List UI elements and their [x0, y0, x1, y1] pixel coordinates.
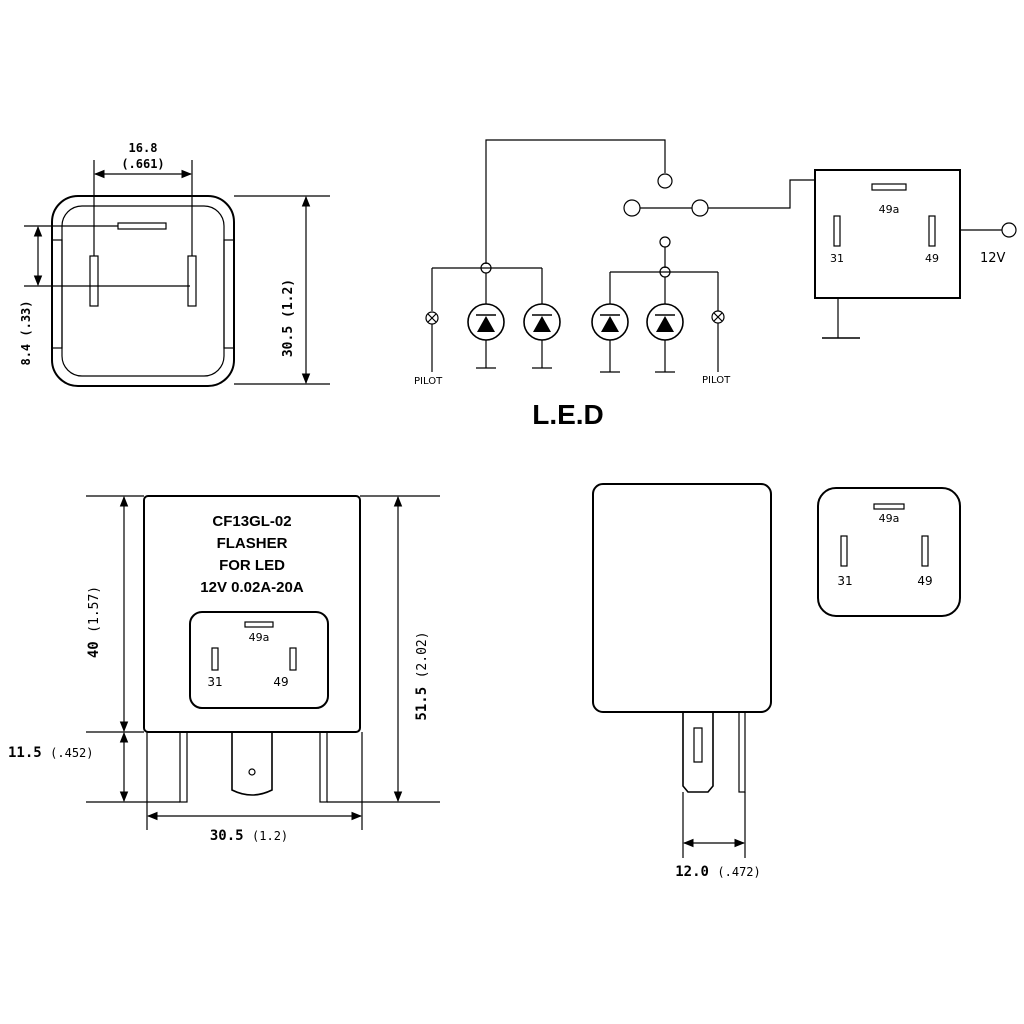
top-side-rib-left [51, 239, 63, 349]
label-line-4: 12V 0.02A-20A [200, 579, 304, 596]
left-led-a-triangle [477, 316, 495, 332]
label-line-1: CF13GL-02 [212, 513, 291, 530]
supply-terminal [1001, 222, 1017, 238]
top-view-outer-outline [51, 195, 235, 387]
bottom-body [817, 487, 961, 617]
switch-left-contact [623, 199, 641, 217]
bottom-49a-label: 49a [879, 512, 900, 525]
side-blade-center [682, 712, 714, 793]
body-height-inch-value: (1.57) [87, 586, 102, 633]
side-blade-thin [738, 711, 746, 793]
switch-to-relay-wire [708, 179, 816, 209]
left-pilot-label: PILOT [414, 376, 443, 387]
right-led-a-triangle [601, 316, 619, 332]
schematic-49-label: 49 [925, 252, 939, 265]
pin-length-value: 11.5 [8, 745, 42, 761]
side-view: 12.0 (.472) [592, 483, 772, 880]
schematic-pin-49a [871, 183, 907, 191]
front-view: CF13GL-02 FLASHER FOR LED 12V 0.02A-20A … [8, 495, 440, 844]
label-line-3: FOR LED [219, 557, 285, 574]
front-pin-49a [244, 621, 274, 628]
left-pilot-lamp-x2 [427, 313, 437, 323]
body-height-label: 40 (1.57) [86, 586, 102, 658]
schematic-title: L.E.D [532, 399, 604, 430]
schematic-pin-31 [833, 215, 841, 247]
schematic-49a-label: 49a [879, 203, 900, 216]
top-height-label: 30.5 (1.2) [281, 279, 296, 357]
front-blade-hole [248, 768, 256, 776]
bottom-49-label: 49 [917, 574, 932, 588]
left-led-b-triangle [533, 316, 551, 332]
right-upper-node [659, 236, 671, 248]
schematic-pin-49 [928, 215, 936, 247]
overall-height-label-group: 51.5 (2.02) [414, 631, 430, 720]
top-offset-label: 8.4 (.33) [19, 300, 33, 365]
bottom-pin-49 [921, 535, 929, 567]
overall-height-label: 51.5 (2.02) [414, 631, 430, 720]
overall-height-inch-value: (2.02) [415, 631, 430, 678]
bottom-31-label: 31 [837, 574, 852, 588]
top-width-label: 16.8 [129, 141, 158, 155]
side-span-label: 12.0 (.472) [675, 864, 761, 880]
base-width-value: 30.5 [210, 828, 244, 844]
front-49-label: 49 [273, 675, 288, 689]
body-height-label-group: 40 (1.57) [86, 586, 102, 658]
supply-label: 12V [980, 251, 1006, 266]
top-width-inch-label: (.661) [121, 157, 164, 171]
front-blade-right [319, 731, 328, 803]
schematic-relay-box [814, 169, 961, 299]
overall-height-value: 51.5 [414, 687, 430, 721]
pin-length-label: 11.5 (.452) [8, 745, 94, 761]
front-blade-center [231, 732, 273, 796]
front-pin-31 [211, 647, 219, 671]
side-body [592, 483, 772, 713]
base-width-label: 30.5 (1.2) [210, 828, 288, 844]
top-side-rib-right [223, 239, 235, 349]
body-height-value: 40 [86, 641, 102, 658]
front-31-label: 31 [207, 675, 222, 689]
switch-upper-contact [657, 173, 673, 189]
side-span-value: 12.0 [675, 864, 709, 880]
side-blade-notch [693, 727, 703, 763]
switch-right-contact [691, 199, 709, 217]
right-pilot-lamp-x2 [713, 312, 723, 322]
side-span-inch-value: (.472) [717, 865, 760, 879]
front-pin-49 [289, 647, 297, 671]
right-pilot-label: PILOT [702, 375, 731, 386]
right-led-b-triangle [656, 316, 674, 332]
bottom-view: 49a 31 49 [817, 487, 961, 617]
wiring-schematic: PILOT PILOT [414, 139, 1017, 430]
label-line-2: FLASHER [217, 535, 288, 552]
front-terminal-panel [189, 611, 329, 709]
schematic-31-label: 31 [830, 252, 844, 265]
front-blade-left [179, 731, 188, 803]
bottom-pin-31 [840, 535, 848, 567]
left-feed-wire [485, 139, 666, 264]
pin-length-inch-value: (.452) [50, 746, 93, 760]
base-width-inch-value: (1.2) [252, 829, 288, 843]
top-view: 16.8 (.661) 8.4 (.33) 30.5 (1.2) [19, 141, 330, 387]
bottom-pin-49a [873, 503, 905, 510]
front-49a-label: 49a [249, 631, 270, 644]
